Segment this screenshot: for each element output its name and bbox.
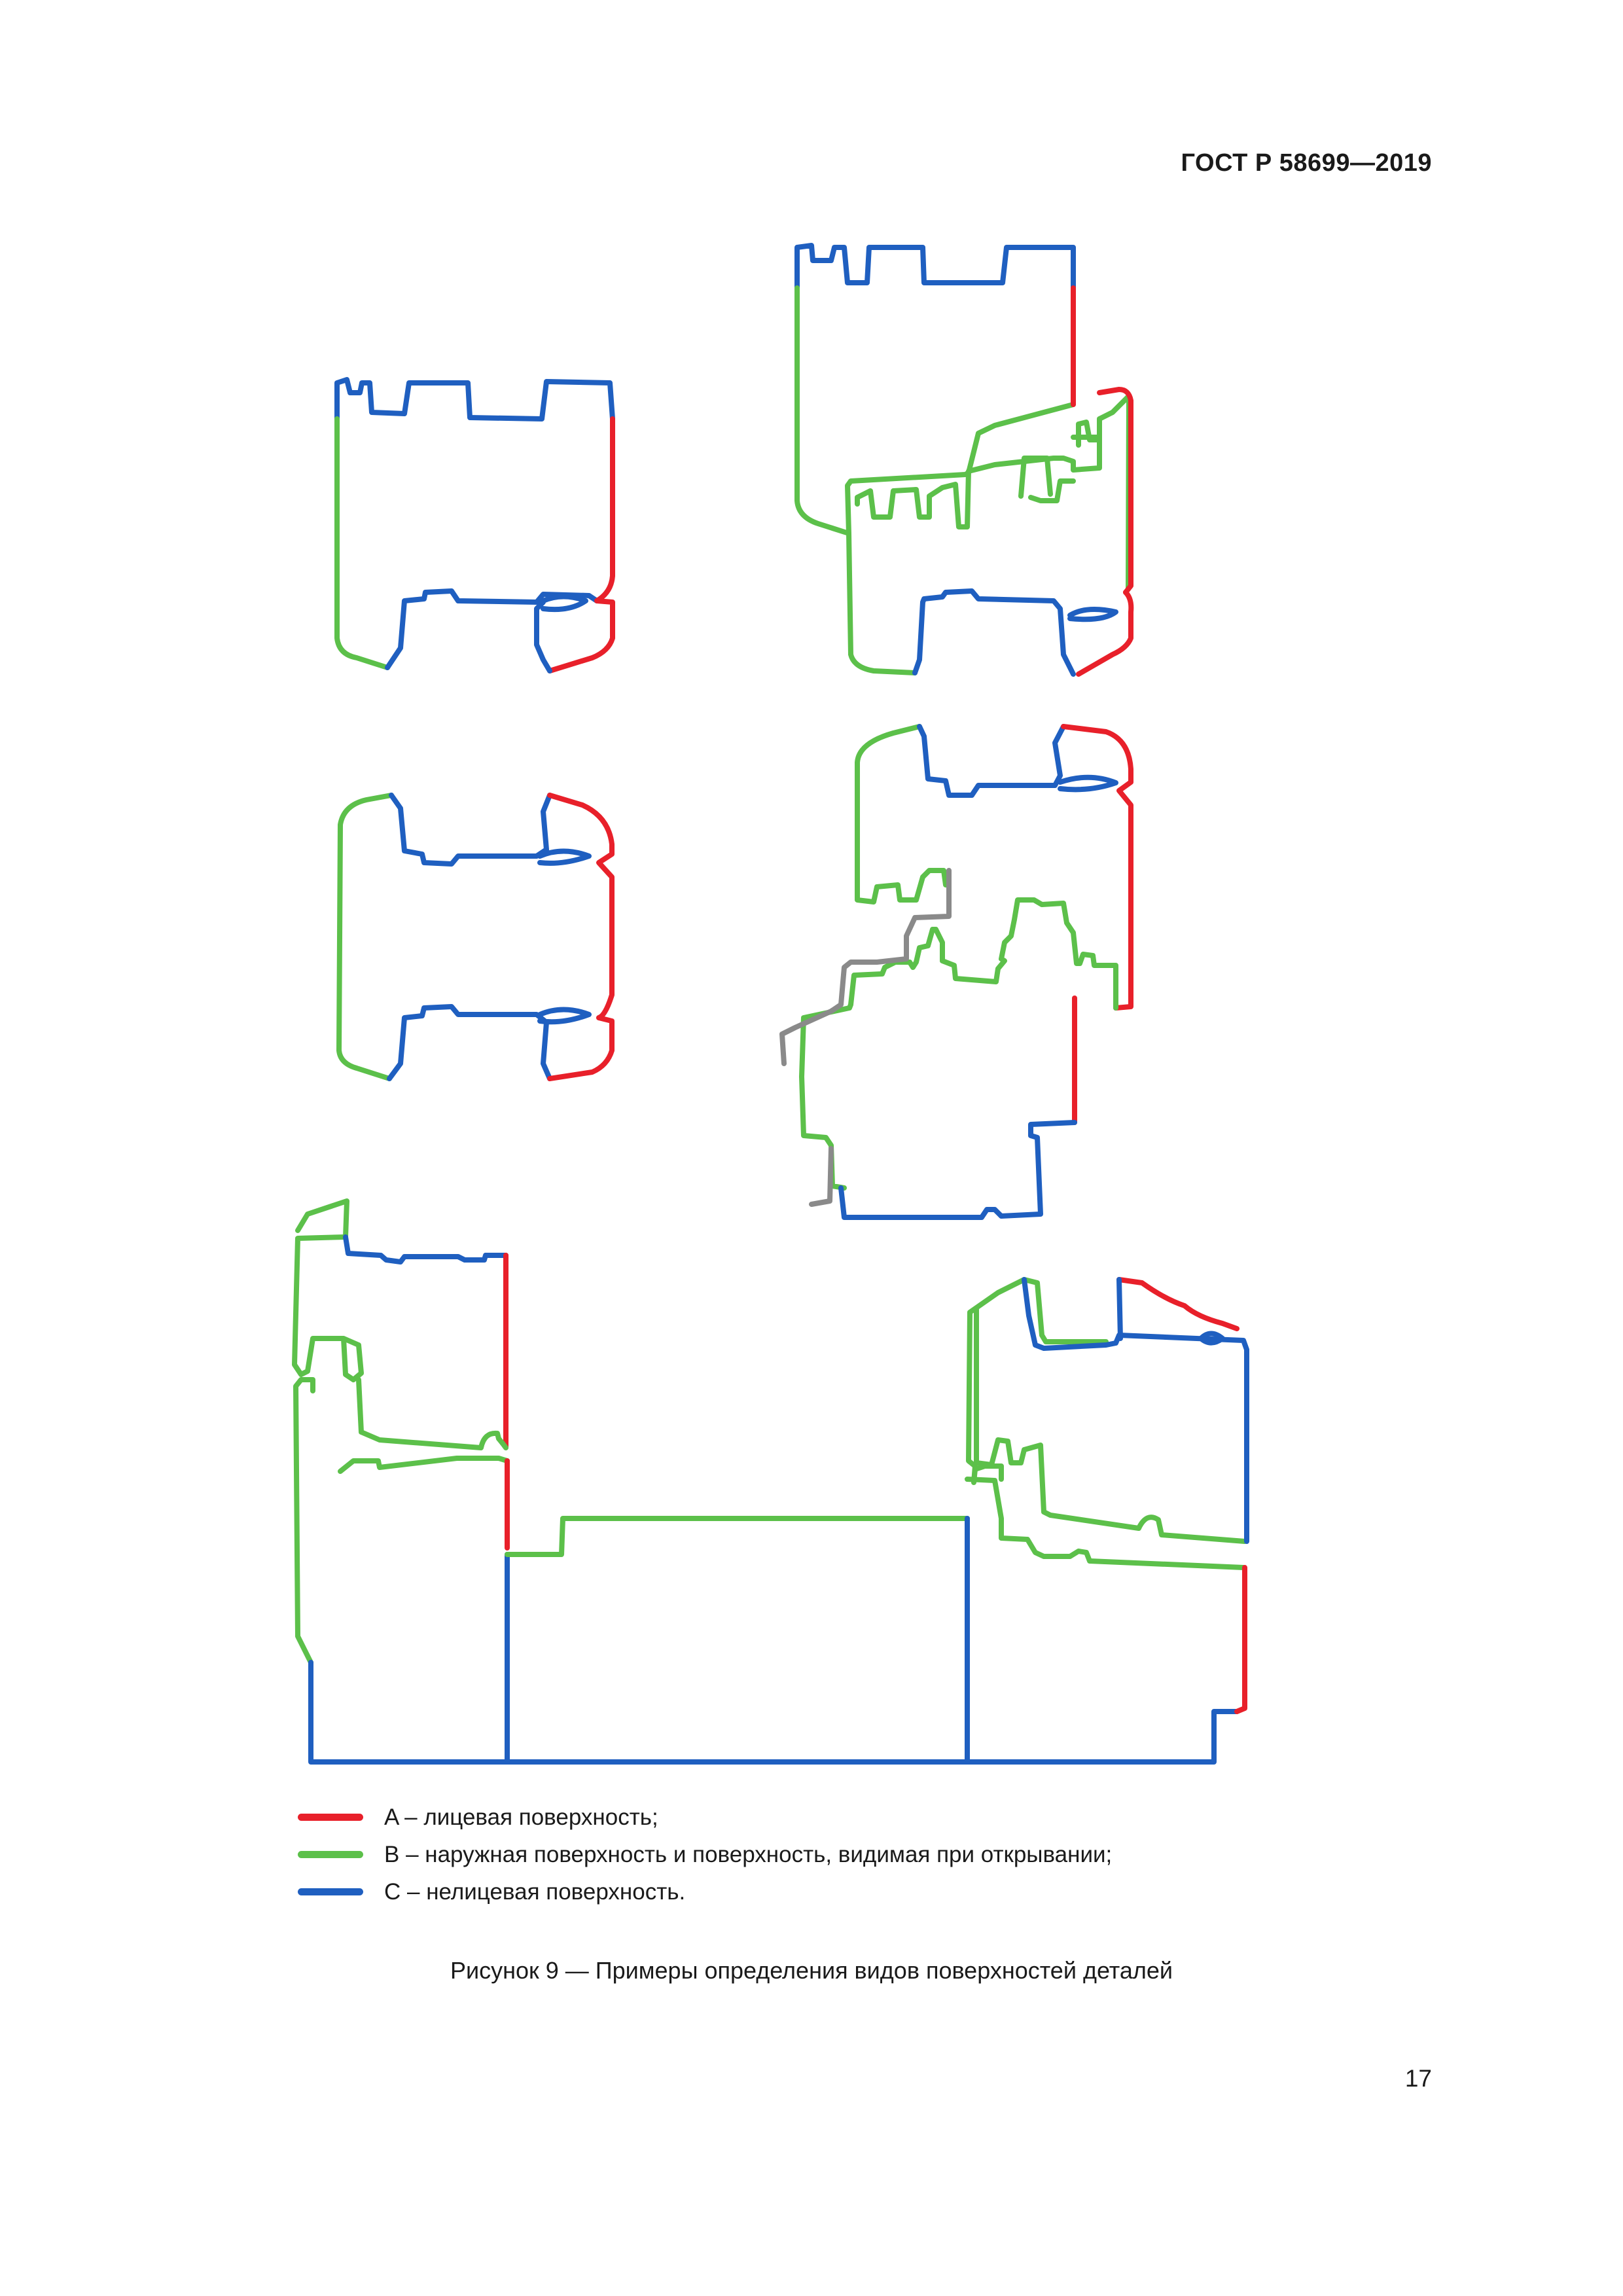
surface-c-segment bbox=[385, 588, 599, 670]
surface-b-segment bbox=[965, 1477, 1246, 1570]
surface-b-segment bbox=[505, 1516, 970, 1557]
surface-c-segment bbox=[534, 594, 588, 673]
auxiliary-line bbox=[809, 1146, 834, 1207]
surface-c-segment bbox=[343, 1234, 508, 1265]
legend-item: C – нелицевая поверхность. bbox=[298, 1873, 1112, 1910]
legend-swatch-b bbox=[298, 1851, 363, 1858]
surface-b-segment bbox=[1076, 393, 1132, 592]
surface-b-segment bbox=[1018, 456, 1076, 503]
surface-b-segment bbox=[855, 435, 1102, 529]
surface-c-segment bbox=[838, 1120, 1077, 1220]
surface-a-segment bbox=[1116, 1277, 1240, 1331]
surface-a-segment bbox=[547, 416, 615, 673]
profile-bottom-assembly bbox=[292, 1198, 1249, 1765]
surface-b-segment bbox=[855, 724, 948, 905]
document-header: ГОСТ Р 58699—2019 bbox=[1181, 149, 1432, 177]
surface-a-segment bbox=[1234, 1565, 1247, 1714]
surface-b-segment bbox=[974, 1306, 1247, 1544]
surface-a-segment bbox=[547, 793, 615, 1020]
figure-caption: Рисунок 9 — Примеры определения видов по… bbox=[450, 1957, 1173, 1984]
surface-b-segment bbox=[846, 531, 918, 675]
surface-b-segment bbox=[966, 1277, 1109, 1485]
auxiliary-line bbox=[779, 868, 952, 1066]
surface-c-segment bbox=[917, 724, 1118, 798]
surface-b-segment bbox=[293, 1377, 315, 1665]
surface-a-segment bbox=[1076, 590, 1134, 677]
surface-c-segment bbox=[387, 1004, 592, 1081]
legend-swatch-c bbox=[298, 1888, 363, 1895]
legend: A – лицевая поверхность; B – наружная по… bbox=[298, 1799, 1112, 1910]
surface-c-segment bbox=[1022, 1277, 1249, 1544]
surface-c-segment bbox=[389, 793, 592, 867]
surface-b-segment bbox=[295, 1198, 349, 1240]
surface-a-segment bbox=[1061, 724, 1133, 1011]
legend-label: C – нелицевая поверхность. bbox=[384, 1878, 686, 1905]
surface-c-segment bbox=[308, 1660, 1240, 1765]
surface-c-segment bbox=[334, 377, 615, 422]
legend-label: B – наружная поверхность и поверхность, … bbox=[384, 1841, 1113, 1867]
legend-item: A – лицевая поверхность; bbox=[298, 1799, 1112, 1836]
page-number: 17 bbox=[1404, 2065, 1432, 2092]
legend-item: B – наружная поверхность и поверхность, … bbox=[298, 1836, 1112, 1873]
surface-c-segment bbox=[912, 588, 1118, 677]
legend-swatch-a bbox=[298, 1814, 363, 1821]
legend-label: A – лицевая поверхность; bbox=[384, 1804, 658, 1830]
surface-b-segment bbox=[334, 416, 390, 670]
profile-middle-left bbox=[336, 793, 615, 1081]
profile-middle-right bbox=[779, 724, 1133, 1220]
surface-b-segment bbox=[292, 1234, 364, 1382]
surface-b-segment bbox=[336, 793, 394, 1081]
surface-b-segment bbox=[338, 1377, 510, 1474]
profile-top-right bbox=[794, 243, 1134, 677]
profile-top-left bbox=[334, 377, 615, 673]
surface-b-segment bbox=[799, 897, 1118, 1191]
surface-c-segment bbox=[1116, 1277, 1225, 1346]
surface-a-segment bbox=[547, 1015, 615, 1081]
surface-a-segment bbox=[1097, 387, 1133, 595]
surface-c-segment bbox=[794, 243, 1076, 291]
